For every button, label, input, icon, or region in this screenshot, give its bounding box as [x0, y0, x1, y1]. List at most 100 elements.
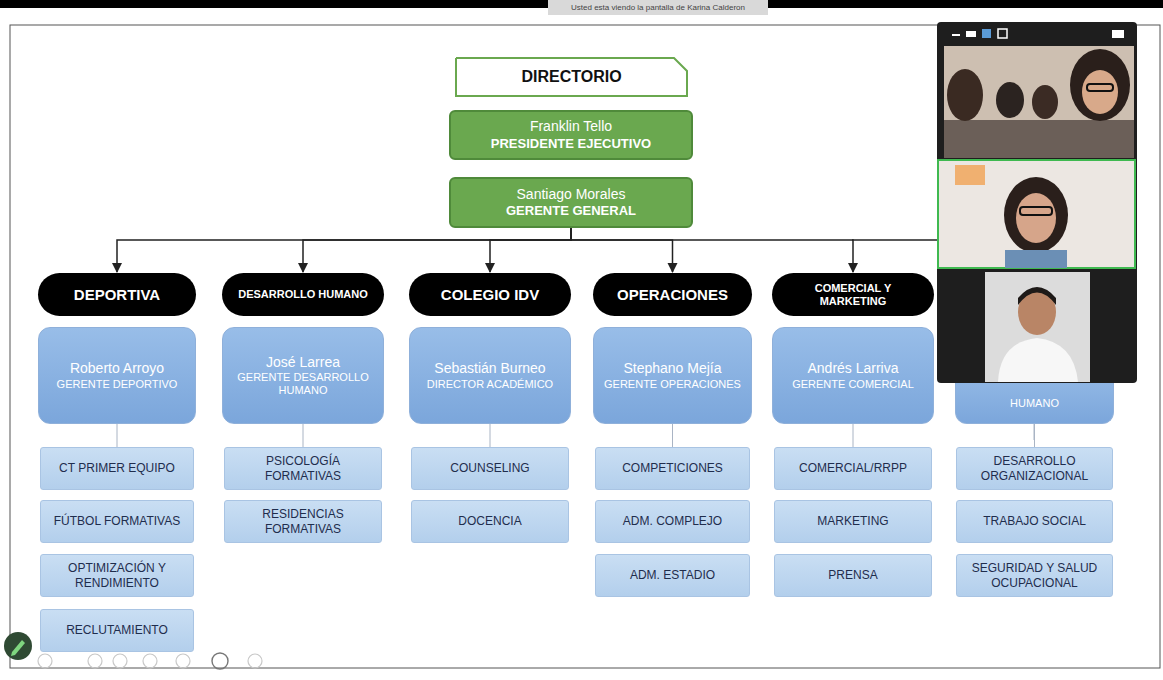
unit-box: DESARROLLO ORGANIZACIONAL [956, 447, 1113, 490]
box-title: COMPETICIONES [602, 461, 743, 475]
box-title: OPERACIONES [601, 286, 744, 303]
box-subtitle: GERENTE COMERCIAL [781, 378, 925, 391]
box-title: DOCENCIA [418, 514, 562, 528]
box-subtitle: GERENTE DESARROLLO HUMANO [231, 371, 375, 397]
toolbar-icon [143, 654, 157, 668]
board-box: DIRECTORIO [455, 57, 688, 97]
slide-frame [10, 25, 1160, 668]
video-tile [985, 272, 1090, 382]
panel-icon [966, 31, 976, 37]
text-wrap: PSICOLOGÍA FORMATIVAS [225, 454, 381, 483]
text-wrap: ADM. ESTADIO [596, 568, 749, 582]
branch-line [490, 424, 491, 447]
executive-box: Santiago MoralesGERENTE GENERAL [449, 177, 693, 228]
unit-box: OPTIMIZACIÓN Y RENDIMIENTO [40, 554, 194, 597]
text-wrap: COUNSELING [412, 461, 568, 475]
text-wrap: DEPORTIVA [38, 286, 196, 303]
unit-box: SEGURIDAD Y SALUD OCUPACIONAL [956, 554, 1113, 597]
box-title: COMERCIAL Y MARKETING [780, 282, 926, 307]
manager-box: Andrés LarrivaGERENTE COMERCIAL [772, 327, 934, 424]
panel-icon [1112, 30, 1124, 38]
text-wrap: RECLUTAMIENTO [41, 623, 193, 637]
department-pill: DESARROLLO HUMANO [222, 273, 384, 316]
toolbar-icon [113, 654, 127, 668]
unit-box: COMPETICIONES [595, 447, 750, 490]
text-wrap: Andrés LarrivaGERENTE COMERCIAL [773, 360, 933, 391]
glasses [1020, 207, 1052, 215]
box-title: OPTIMIZACIÓN Y RENDIMIENTO [47, 561, 187, 590]
toolbar-icon [248, 654, 262, 668]
text-wrap: COMERCIAL Y MARKETING [772, 282, 934, 307]
unit-box: TRABAJO SOCIAL [956, 500, 1113, 543]
panel-icon [982, 29, 991, 38]
toolbar-icon [88, 654, 102, 668]
org-connector [490, 228, 571, 272]
text-wrap: DOCENCIA [412, 514, 568, 528]
text-wrap: MARKETING [775, 514, 931, 528]
org-connector [303, 228, 571, 272]
box-subtitle: GERENTE OPERACIONES [602, 378, 743, 391]
box-title: COUNSELING [418, 461, 562, 475]
box-title: TRABAJO SOCIAL [963, 514, 1106, 528]
org-connector [571, 228, 853, 272]
box-subtitle: GERENTE DEPORTIVO [47, 378, 187, 391]
pencil-icon [11, 640, 25, 656]
face [1082, 70, 1118, 114]
text-wrap: TRABAJO SOCIAL [957, 514, 1112, 528]
box-title: ADM. ESTADIO [602, 568, 743, 582]
pencil-button [4, 632, 32, 660]
text-wrap: Santiago MoralesGERENTE GENERAL [451, 186, 691, 220]
box-title: MARKETING [781, 514, 925, 528]
department-pill: COMERCIAL Y MARKETING [772, 273, 934, 316]
text-wrap: SEGURIDAD Y SALUD OCUPACIONAL [957, 561, 1112, 590]
department-pill: COLEGIO IDV [409, 273, 571, 316]
board-outline [455, 57, 688, 97]
panel-icon [998, 29, 1007, 38]
text-wrap: OPTIMIZACIÓN Y RENDIMIENTO [41, 561, 193, 590]
unit-box: PSICOLOGÍA FORMATIVAS [224, 447, 382, 490]
toolbar-icon [176, 654, 190, 668]
text-wrap: DESARROLLO HUMANO [222, 288, 384, 301]
box-title: PRENSA [781, 568, 925, 582]
text-wrap: José LarreaGERENTE DESARROLLO HUMANO [223, 354, 383, 398]
org-connector [571, 228, 673, 272]
person [1070, 49, 1130, 121]
box-title: Franklin Tello [459, 118, 683, 136]
manager-box: HUMANO [955, 383, 1114, 424]
box-title: DEPORTIVA [46, 286, 188, 303]
share-notice: Usted esta viendo la pantalla de Karina … [571, 3, 745, 12]
box-title: FÚTBOL FORMATIVAS [47, 514, 187, 528]
share-banner: Usted esta viendo la pantalla de Karina … [548, 0, 768, 15]
video-tile [938, 160, 1135, 268]
box-title: DIRECTORIO [463, 68, 680, 86]
box-title: COMERCIAL/RRPP [781, 461, 925, 475]
manager-box: José LarreaGERENTE DESARROLLO HUMANO [222, 327, 384, 424]
branch-line [853, 424, 854, 447]
text-wrap: Stephano MejíaGERENTE OPERACIONES [594, 360, 751, 391]
box-subtitle: DIRECTOR ACADÉMICO [418, 378, 562, 391]
text-wrap: COLEGIO IDV [409, 286, 571, 303]
shirt [1005, 250, 1067, 268]
box-title: CT PRIMER EQUIPO [47, 461, 187, 475]
text-wrap: HUMANO [956, 397, 1113, 409]
video-tile [944, 46, 1134, 158]
unit-box: MARKETING [774, 500, 932, 543]
box-title: Roberto Arroyo [47, 360, 187, 378]
manager-box: Stephano MejíaGERENTE OPERACIONES [593, 327, 752, 424]
toolbar-icon [212, 653, 228, 669]
box-title: COLEGIO IDV [417, 286, 563, 303]
person [1004, 177, 1068, 253]
text-wrap: DIRECTORIO [455, 68, 688, 86]
unit-box: RESIDENCIAS FORMATIVAS [224, 500, 382, 543]
person [947, 69, 983, 121]
box-subtitle: GERENTE GENERAL [459, 203, 683, 219]
desk [944, 120, 1134, 158]
glasses [1087, 84, 1113, 91]
department-pill: DEPORTIVA [38, 273, 196, 316]
branch-line [1034, 424, 1035, 447]
text-wrap: ADM. COMPLEJO [596, 514, 749, 528]
department-pill: OPERACIONES [593, 273, 752, 316]
hair [1018, 287, 1056, 305]
video-panel [937, 22, 1137, 383]
